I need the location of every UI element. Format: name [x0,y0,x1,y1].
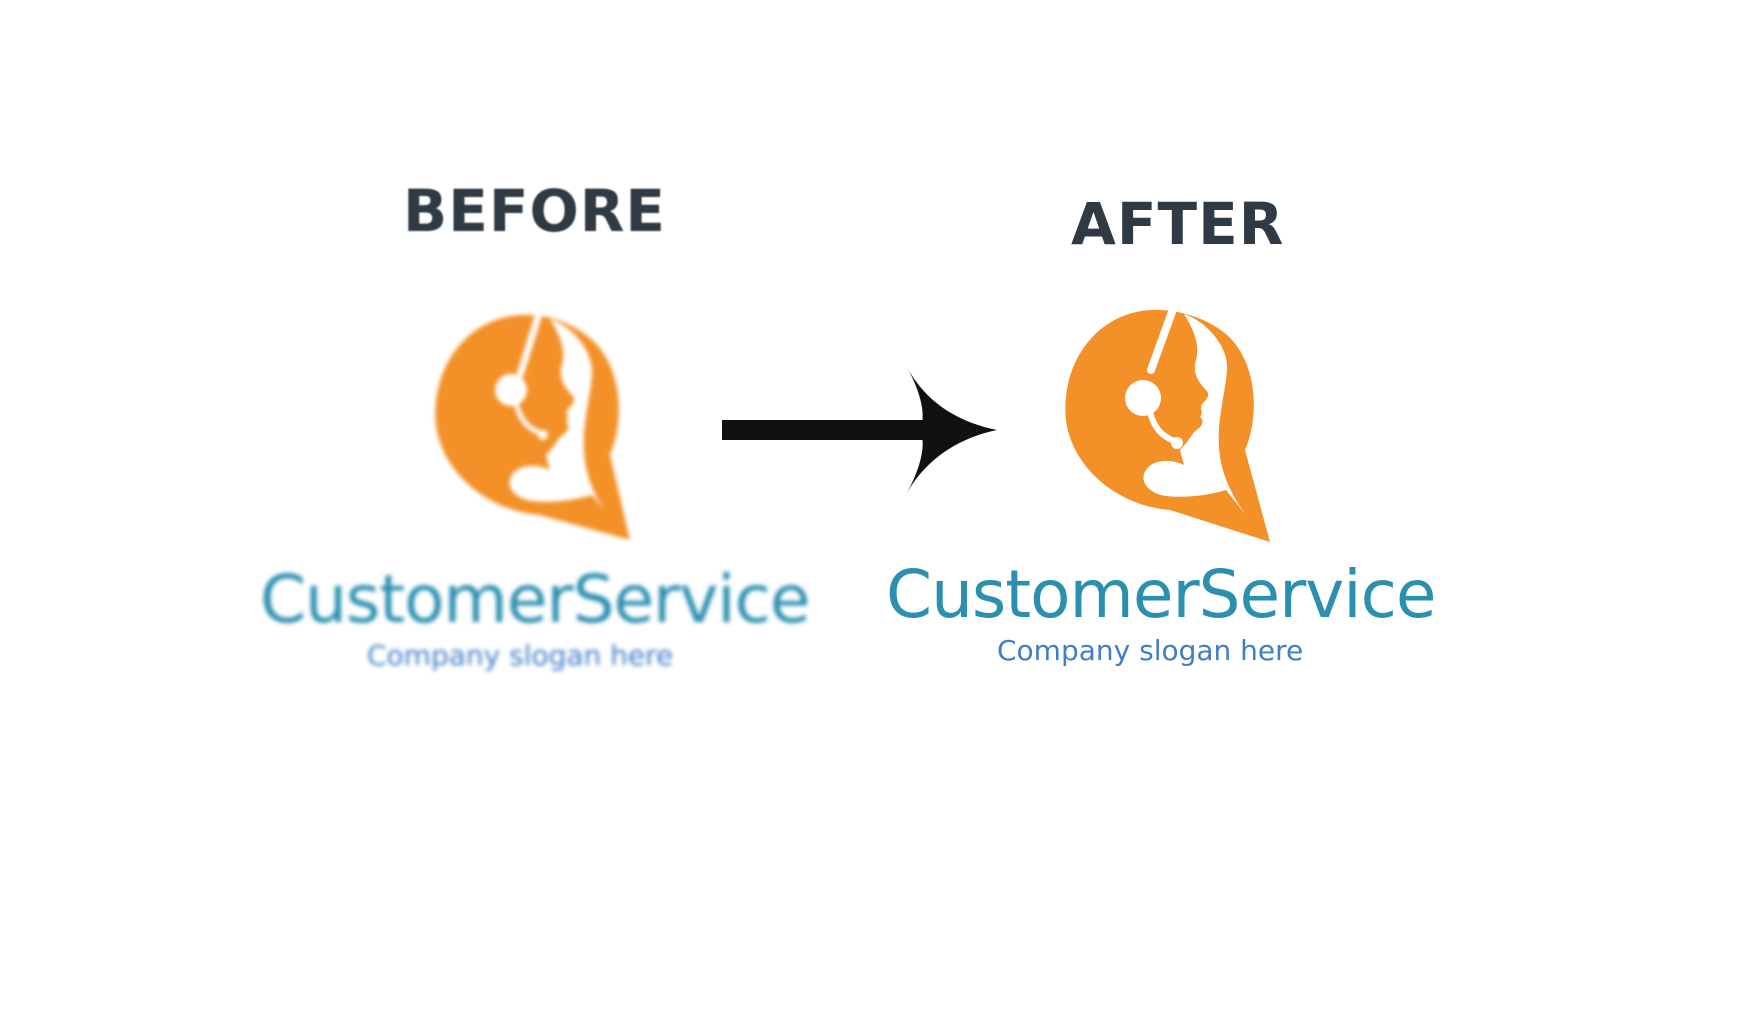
right-arrow-icon [722,367,997,493]
headset-agent-speech-bubble-icon [435,313,630,540]
after-brand-name: CustomerService [886,556,1437,633]
after-logo: CustomerService Company slogan here [850,300,1490,680]
after-slogan: Company slogan here [997,634,1304,667]
headset-agent-speech-bubble-icon [1065,308,1270,542]
after-heading: AFTER [1071,190,1285,258]
before-slogan: Company slogan here [367,639,674,672]
before-brand-name: CustomerService [260,561,811,638]
before-logo: CustomerService Company slogan here [220,305,860,685]
before-heading: BEFORE [403,177,667,245]
